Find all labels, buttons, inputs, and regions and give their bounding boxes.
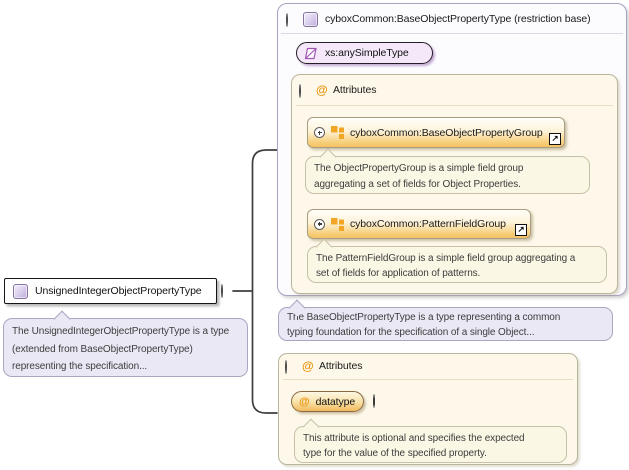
tooltip-line: aggregating a set of fields for Object P…	[314, 178, 521, 190]
tooltip-line: The UnsignedIntegerObjectPropertyType is…	[12, 326, 230, 337]
at-icon	[299, 396, 310, 408]
group-label: cyboxCommon:PatternFieldGroup	[350, 218, 506, 230]
element-label: UnsignedIntegerObjectPropertyType	[35, 285, 202, 297]
tooltip-line: typing foundation for the specification …	[287, 326, 535, 338]
group-label: cyboxCommon:BaseObjectPropertyGroup	[350, 126, 543, 139]
tooltip-line: The BaseObjectPropertyType is a type rep…	[287, 312, 561, 323]
expand-toggle[interactable]	[314, 218, 325, 230]
tooltip-main-element: The UnsignedIntegerObjectPropertyType is…	[3, 310, 248, 377]
reference-arrow-icon[interactable]	[515, 224, 527, 236]
expand-toggle[interactable]	[314, 127, 325, 138]
at-icon	[316, 84, 328, 96]
reference-arrow-icon[interactable]	[549, 133, 561, 145]
base-type-box: cyboxCommon:BaseObjectPropertyType (rest…	[277, 3, 627, 296]
simple-type-label: xs:anySimpleType	[325, 47, 409, 59]
element-unsigned-integer-object-property-type[interactable]: UnsignedIntegerObjectPropertyType	[4, 278, 217, 304]
complex-type-icon	[303, 12, 318, 27]
group-ref-pattern-field-group[interactable]: cyboxCommon:PatternFieldGroup	[307, 209, 531, 239]
attribute-label: datatype	[315, 395, 356, 408]
simple-type-pill[interactable]: xs:anySimpleType	[296, 42, 433, 64]
complex-type-icon	[13, 283, 28, 299]
tooltip-line: The PatternFieldGroup is a simple field …	[316, 253, 576, 264]
divider	[281, 33, 623, 34]
tooltip-line: This attribute is optional and specifies…	[303, 433, 525, 444]
collapse-toggle-attributes[interactable]	[285, 360, 287, 374]
tooltip-group-1: The ObjectPropertyGroup is a simple fiel…	[305, 148, 590, 194]
attribute-datatype[interactable]: datatype	[291, 391, 364, 412]
divider	[283, 379, 573, 380]
tooltip-line: (extended from BaseObjectPropertyType)	[12, 343, 193, 355]
divider	[296, 105, 613, 106]
attribute-group-icon	[331, 126, 344, 139]
attributes-section-own: Attributes datatype This attribute is op…	[278, 353, 578, 465]
tooltip-datatype: This attribute is optional and specifies…	[294, 418, 567, 463]
tooltip-base-type: The BaseObjectPropertyType is a type rep…	[278, 299, 613, 341]
collapse-toggle-attributes[interactable]	[299, 84, 301, 98]
expand-toggle[interactable]	[373, 394, 375, 408]
collapse-toggle-main[interactable]	[221, 283, 223, 298]
tooltip-line: representing the specification...	[12, 361, 148, 372]
attributes-title: Attributes	[333, 84, 377, 96]
tooltip-group-2: The PatternFieldGroup is a simple field …	[307, 238, 607, 283]
tooltip-line: type for the value of the specified prop…	[303, 448, 487, 459]
attributes-section-base: Attributes cyboxCommon:BaseObjectPropert…	[291, 74, 618, 294]
at-icon	[302, 360, 314, 372]
tooltip-line: The ObjectPropertyGroup is a simple fiel…	[314, 163, 524, 174]
group-ref-base-object-property-group[interactable]: cyboxCommon:BaseObjectPropertyGroup	[307, 117, 565, 148]
attributes-title: Attributes	[319, 360, 363, 372]
base-type-title: cyboxCommon:BaseObjectPropertyType (rest…	[325, 13, 591, 25]
attribute-group-icon	[331, 217, 344, 231]
simple-type-icon	[304, 47, 317, 59]
collapse-toggle-base[interactable]	[286, 13, 288, 27]
tooltip-line: set of fields for application of pattern…	[316, 268, 481, 279]
